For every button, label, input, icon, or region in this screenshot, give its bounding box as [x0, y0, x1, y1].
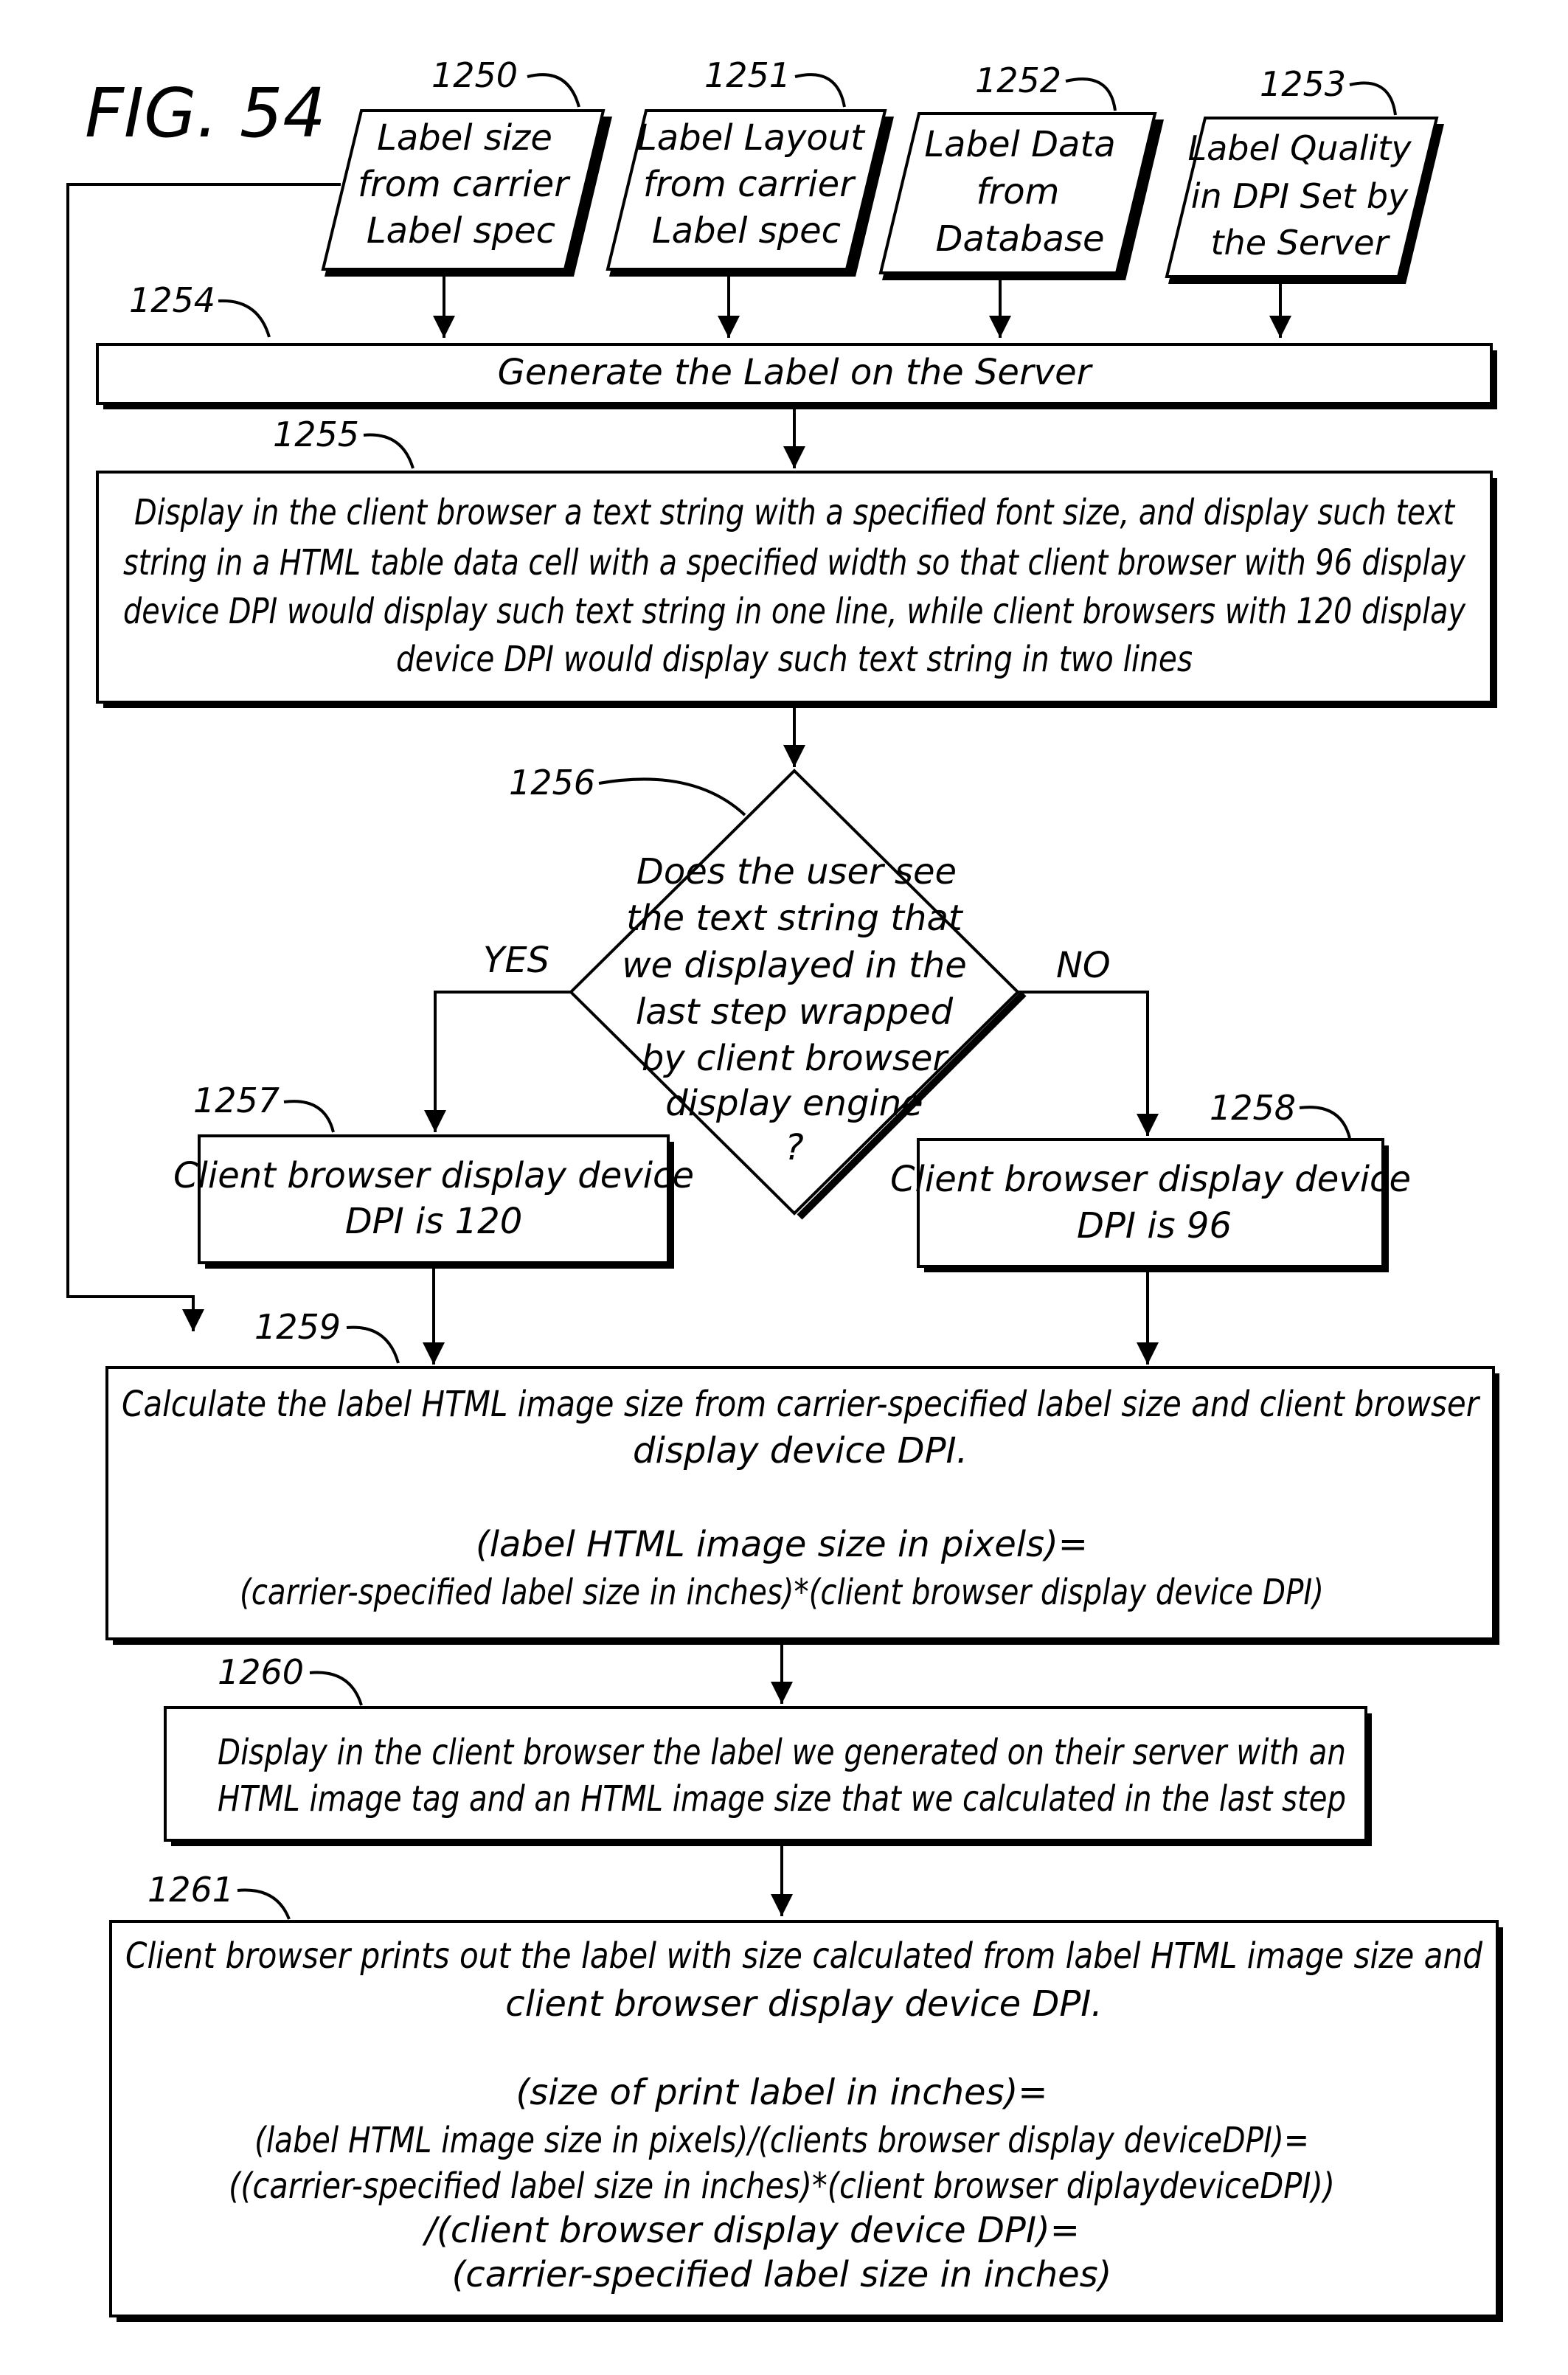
step-1260-line-1: Display in the client browser the label …	[218, 1732, 1346, 1773]
step-1257-line-2: DPI is 120	[345, 1201, 523, 1242]
input-1250: Label size from carrier Label spec 1250	[323, 55, 612, 277]
input-1252-line-2: from	[976, 171, 1060, 212]
leader-1251	[795, 74, 844, 107]
step-1261-line-2: client browser display device DPI.	[505, 1983, 1102, 2025]
leader-1256	[599, 779, 745, 815]
leader-1260	[310, 1673, 361, 1705]
leader-1250	[527, 74, 579, 107]
step-1258-line-1: Client browser display device	[890, 1159, 1411, 1200]
input-1250-line-2: from carrier	[358, 164, 571, 205]
step-1257-line-1: Client browser display device	[173, 1155, 694, 1196]
decision-line-2: the text string that	[626, 898, 964, 939]
step-1261-line-1: Client browser prints out the label with…	[125, 1935, 1482, 1977]
step-1259-line-1: Calculate the label HTML image size from…	[122, 1384, 1481, 1425]
input-1251-line-1: Label Layout	[637, 117, 866, 159]
no-branch-line	[1018, 992, 1148, 1136]
decision-line-5: by client browser	[642, 1038, 950, 1079]
step-1254: Generate the Label on the Server 1254	[97, 280, 1497, 409]
leader-1259	[347, 1328, 398, 1363]
step-1261-line-8: (carrier-specified label size in inches)	[452, 2254, 1112, 2295]
step-1255-line-4: device DPI would display such text strin…	[396, 639, 1193, 680]
step-1259-line-4: (label HTML image size in pixels)=	[476, 1524, 1088, 1565]
step-1259-line-5: (carrier-specified label size in inches)…	[240, 1572, 1324, 1613]
step-1261-line-7: /(client browser display device DPI)=	[422, 2210, 1080, 2251]
ref-1255: 1255	[273, 415, 359, 454]
input-1253-line-2: in DPI Set by	[1191, 176, 1409, 216]
step-1258-line-2: DPI is 96	[1077, 1205, 1232, 1247]
input-1250-line-3: Label spec	[367, 210, 555, 252]
leader-1261	[237, 1890, 289, 1919]
ref-1254: 1254	[129, 280, 215, 320]
input-1252-line-1: Label Data	[924, 124, 1115, 165]
step-1254-text: Generate the Label on the Server	[498, 352, 1094, 393]
ref-1252: 1252	[975, 60, 1061, 100]
step-1255-line-2: string in a HTML table data cell with a …	[123, 542, 1465, 583]
input-1251-line-2: from carrier	[643, 164, 856, 205]
step-1255-line-3: device DPI would display such text strin…	[123, 591, 1465, 632]
ref-1258: 1258	[1210, 1088, 1296, 1128]
leader-1254	[218, 301, 269, 337]
ref-1251: 1251	[704, 55, 791, 95]
ref-1261: 1261	[148, 1870, 234, 1910]
input-1251-line-3: Label spec	[652, 210, 841, 252]
input-1250-line-1: Label size	[377, 117, 552, 159]
step-1259-line-2: display device DPI.	[633, 1430, 968, 1471]
ref-1260: 1260	[218, 1652, 304, 1692]
step-1255: Display in the client browser a text str…	[97, 415, 1497, 708]
input-1253-line-3: the Server	[1211, 223, 1391, 263]
input-1253: Label Quality in DPI Set by the Server 1…	[1167, 64, 1444, 284]
step-1258: Client browser display device DPI is 96 …	[890, 1088, 1411, 1272]
ref-1259: 1259	[254, 1307, 341, 1347]
ref-1253: 1253	[1260, 64, 1346, 104]
step-1255-line-1: Display in the client browser a text str…	[134, 492, 1456, 533]
step-1261: Client browser prints out the label with…	[111, 1870, 1503, 2322]
input-1252-line-3: Database	[935, 218, 1104, 260]
step-1261-line-6: ((carrier-specified label size in inches…	[229, 2166, 1335, 2207]
ref-1250: 1250	[431, 55, 518, 95]
decision-line-1: Does the user see	[636, 851, 957, 892]
yes-label: YES	[483, 940, 549, 981]
ref-1257: 1257	[193, 1081, 280, 1120]
leader-1252	[1066, 79, 1115, 111]
decision-line-6: display engine	[665, 1083, 923, 1124]
input-1252: Label Data from Database 1252	[881, 60, 1164, 280]
ref-1256: 1256	[509, 763, 595, 802]
decision-line-4: last step wrapped	[636, 991, 954, 1033]
step-1260: Display in the client browser the label …	[165, 1652, 1372, 1846]
leader-1257	[284, 1101, 333, 1132]
yes-branch-line	[435, 992, 571, 1132]
no-label: NO	[1056, 945, 1111, 986]
leader-1253	[1350, 83, 1395, 115]
decision-line-7: ?	[785, 1127, 803, 1168]
step-1261-line-4: (size of print label in inches)=	[516, 2072, 1047, 2113]
leader-1258	[1300, 1107, 1350, 1138]
step-1259: Calculate the label HTML image size from…	[107, 1307, 1499, 1645]
step-1260-line-2: HTML image tag and an HTML image size th…	[218, 1778, 1346, 1820]
figure-label: FIG. 54	[85, 74, 326, 153]
leader-1255	[364, 435, 413, 468]
input-1251: Label Layout from carrier Label spec 125…	[608, 55, 894, 277]
decision-line-3: we displayed in the	[622, 945, 967, 986]
step-1261-line-5: (label HTML image size in pixels)/(clien…	[254, 2120, 1309, 2161]
input-1253-line-1: Label Quality	[1187, 128, 1412, 168]
